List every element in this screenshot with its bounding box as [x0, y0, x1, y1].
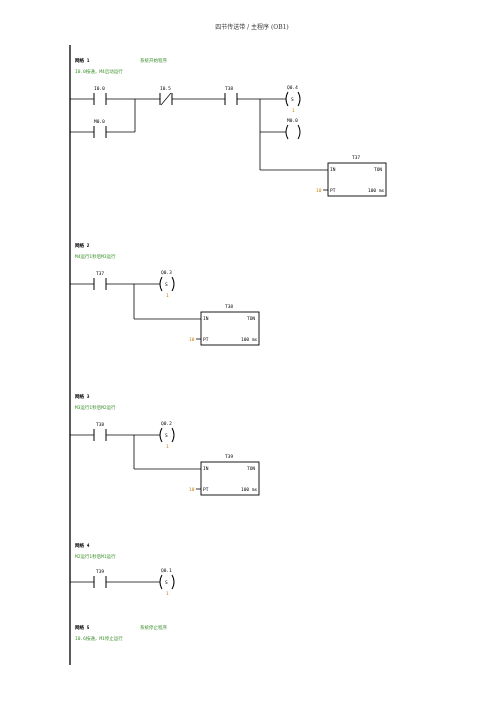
- contact-i0-0: I0.0: [93, 86, 107, 105]
- svg-text:100 ms: 100 ms: [241, 487, 258, 493]
- network-1-description: I0.0按通，M4启动运行: [75, 68, 123, 75]
- network-1-title: 网络 1: [75, 57, 90, 64]
- svg-text:10: 10: [189, 487, 195, 493]
- svg-text:S: S: [291, 97, 294, 103]
- svg-text:IN: IN: [330, 167, 336, 173]
- network-4: 网络 4 M2运行1秒后M1运行 T39 S Q0.1 1: [70, 542, 175, 597]
- svg-text:PT: PT: [203, 337, 209, 343]
- timer-t37: T37 IN TON 10 PT 100 ms: [316, 155, 387, 197]
- svg-text:T38: T38: [225, 86, 233, 92]
- coil-q0-4-set: S Q0.4 1: [285, 85, 301, 114]
- svg-text:10: 10: [189, 337, 195, 343]
- svg-text:T37: T37: [96, 271, 104, 277]
- svg-text:TON: TON: [374, 167, 382, 173]
- coil-q0-1-set: S Q0.1 1: [159, 568, 175, 597]
- svg-text:IN: IN: [203, 466, 209, 472]
- svg-text:M0.0: M0.0: [287, 118, 298, 124]
- svg-text:T38: T38: [225, 304, 233, 310]
- network-5-description: I0.6按通，M1停止运行: [75, 635, 123, 642]
- coil-q0-2-set: S Q0.2 1: [159, 421, 175, 450]
- svg-text:TON: TON: [247, 316, 255, 322]
- svg-text:PT: PT: [203, 487, 209, 493]
- network-2-title: 网络 2: [75, 242, 90, 249]
- network-4-title: 网络 4: [75, 542, 90, 549]
- svg-text:T39: T39: [225, 454, 233, 460]
- network-2: 网络 2 M4运行1秒后M3运行 T37 S Q0.3 1 T38 IN TON…: [70, 242, 260, 346]
- timer-t39: T39 IN TON 10 PT 100 ms: [189, 454, 260, 496]
- svg-text:100 ms: 100 ms: [368, 188, 385, 194]
- contact-i0-5-nc: I0.5: [159, 86, 173, 106]
- svg-text:I0.5: I0.5: [160, 86, 171, 92]
- svg-text:Q0.3: Q0.3: [161, 270, 172, 276]
- svg-text:IN: IN: [203, 316, 209, 322]
- page-header: 四节传送带 / 主程序 (OB1): [215, 24, 289, 31]
- svg-text:1: 1: [166, 591, 169, 597]
- svg-text:S: S: [165, 433, 168, 439]
- network-3-title: 网络 3: [75, 393, 90, 400]
- network-4-description: M2运行1秒后M1运行: [75, 553, 116, 560]
- svg-text:1: 1: [292, 108, 295, 114]
- svg-text:Q0.4: Q0.4: [287, 85, 298, 91]
- svg-text:TON: TON: [247, 466, 255, 472]
- svg-text:1: 1: [166, 444, 169, 450]
- svg-text:T38: T38: [96, 422, 104, 428]
- svg-text:PT: PT: [330, 188, 336, 194]
- network-3-description: M3运行1秒后M2运行: [75, 404, 116, 411]
- contact-t39: T39: [93, 569, 107, 588]
- network-5: 网络 5 系统停止程序 I0.6按通，M1停止运行: [75, 624, 167, 642]
- network-1: 网络 1 系统开始程序 I0.0按通，M4启动运行 I0.0 M0.0 I0.5: [70, 57, 387, 197]
- svg-text:Q0.1: Q0.1: [161, 568, 172, 574]
- svg-text:Q0.2: Q0.2: [161, 421, 172, 427]
- contact-t38-n3: T38: [93, 422, 107, 441]
- network-5-comment: 系统停止程序: [140, 624, 167, 631]
- timer-t38: T38 IN TON 10 PT 100 ms: [189, 304, 260, 346]
- contact-t37: T37: [93, 271, 107, 290]
- svg-text:10: 10: [316, 188, 322, 194]
- coil-q0-3-set: S Q0.3 1: [159, 270, 175, 299]
- contact-m0-0: M0.0: [93, 119, 107, 138]
- svg-text:1: 1: [166, 293, 169, 299]
- svg-text:I0.0: I0.0: [94, 86, 105, 92]
- contact-t38: T38: [224, 86, 238, 105]
- network-1-comment: 系统开始程序: [140, 57, 167, 64]
- svg-text:S: S: [165, 580, 168, 586]
- network-5-title: 网络 5: [75, 624, 90, 631]
- svg-text:T37: T37: [352, 155, 360, 161]
- coil-m0-0: M0.0: [285, 118, 301, 140]
- svg-text:100 ms: 100 ms: [241, 337, 258, 343]
- network-3: 网络 3 M3运行1秒后M2运行 T38 S Q0.2 1 T39 IN TON…: [70, 393, 260, 496]
- svg-text:M0.0: M0.0: [94, 119, 105, 125]
- network-2-description: M4运行1秒后M3运行: [75, 253, 116, 260]
- svg-text:S: S: [165, 282, 168, 288]
- svg-text:T39: T39: [96, 569, 104, 575]
